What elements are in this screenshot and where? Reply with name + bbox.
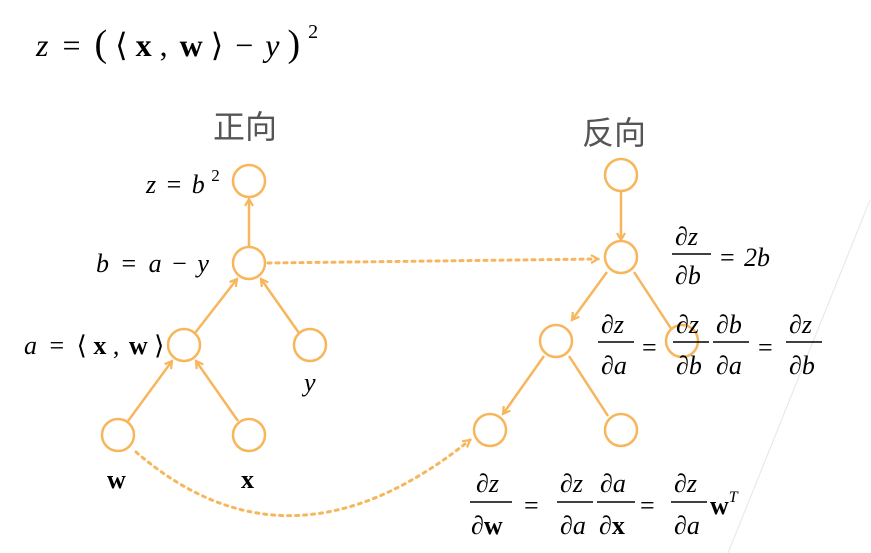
node-w (100, 417, 136, 453)
label-a-eq-xw: a = ⟨ x , w ⟩ (24, 331, 164, 360)
svg-text:=: = (524, 491, 539, 520)
edge-a-to-w-back (503, 355, 546, 414)
node-y (292, 327, 328, 363)
svg-text:=: = (642, 333, 657, 362)
svg-text:∂w: ∂w (471, 511, 503, 540)
edge-x-to-a (196, 361, 240, 422)
svg-text:a = ⟨ x: a = ⟨ x , w ⟩ (24, 331, 164, 360)
backward-heading: 反向 (582, 114, 646, 152)
edge-b-to-y-back (632, 271, 674, 331)
svg-text:∂a: ∂a (560, 511, 586, 540)
gradient-dz-da: ∂z ∂a = ∂z ∂b ∂b ∂a = ∂z ∂b (598, 310, 822, 380)
svg-text:=: = (758, 333, 773, 362)
svg-text:∂z: ∂z (476, 469, 499, 498)
label-b-eq-a-minus-y: b = a − y (96, 249, 209, 278)
edge-w-to-a (126, 361, 172, 422)
forward-edges (126, 199, 301, 422)
edge-a-to-x-back (567, 355, 610, 417)
edge-b-to-a-back (572, 271, 609, 320)
node-b (231, 245, 267, 281)
backward-nodes (472, 157, 700, 448)
forward-nodes (100, 163, 328, 453)
svg-text:∂z: ∂z (560, 469, 583, 498)
back-node-a (538, 323, 574, 359)
svg-text:wT: wT (710, 489, 739, 520)
svg-text:2b: 2b (744, 243, 770, 272)
svg-text:∂a: ∂a (716, 351, 742, 380)
svg-text:∂z: ∂z (674, 469, 697, 498)
svg-text:z = ( ⟨: z = ( ⟨ x , w ⟩ − y ) 2 (35, 21, 318, 65)
back-node-w (472, 412, 508, 448)
label-z-eq-b2: z = b 2 (145, 166, 220, 199)
back-node-z (603, 157, 639, 193)
node-x (231, 417, 267, 453)
label-w: w (107, 465, 126, 494)
gradient-dz-dw: ∂z ∂w = ∂z ∂a ∂a ∂x = ∂z ∂a wT (470, 469, 739, 540)
main-equation: z = ( ⟨ x , w ⟩ − y ) 2 (35, 21, 318, 65)
svg-text:∂z: ∂z (601, 310, 624, 339)
svg-text:∂b: ∂b (789, 351, 815, 380)
back-node-x (603, 412, 639, 448)
svg-text:=: = (640, 491, 655, 520)
svg-text:∂x: ∂x (599, 511, 625, 540)
svg-text:∂z: ∂z (676, 310, 699, 339)
svg-text:∂b: ∂b (716, 310, 742, 339)
dotted-connector-b (266, 259, 598, 265)
edge-a-to-b (194, 279, 237, 334)
back-node-y (664, 323, 700, 359)
frac-num: ∂z (675, 222, 698, 251)
svg-text:∂z: ∂z (789, 310, 812, 339)
node-a (166, 327, 202, 363)
svg-text:∂a: ∂a (601, 351, 627, 380)
svg-text:∂a: ∂a (674, 511, 700, 540)
svg-text:∂a: ∂a (600, 469, 626, 498)
dotted-connector-w (134, 438, 470, 518)
gradient-dz-db: ∂z ∂b = 2b (672, 222, 770, 290)
svg-text:b = a −: b = a − y (96, 249, 209, 278)
svg-text:∂b: ∂b (676, 351, 702, 380)
edge-y-to-b (261, 279, 301, 334)
frac-den: ∂b (675, 261, 701, 290)
backward-edges (503, 192, 674, 417)
node-z (231, 163, 267, 199)
svg-text:z = b 2: z = b 2 (145, 166, 220, 199)
label-y: y (301, 368, 316, 397)
label-x: x (241, 465, 254, 494)
forward-heading: 正向 (213, 108, 277, 146)
decorative-line (727, 199, 871, 553)
back-node-b (603, 239, 639, 275)
svg-text:=: = (720, 243, 735, 272)
